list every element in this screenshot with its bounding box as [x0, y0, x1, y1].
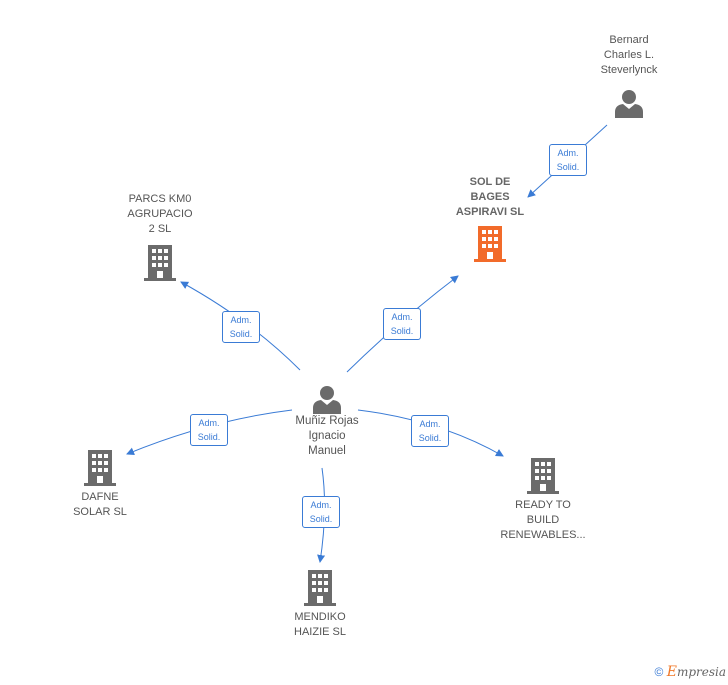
edge-badge-center-mendiko: Adm. Solid.: [302, 496, 340, 528]
footer-brand[interactable]: © Empresia: [655, 664, 726, 680]
node-parcs-company[interactable]: PARCS KM0 AGRUPACIO 2 SL: [110, 192, 210, 281]
node-label: SOL DE BAGES ASPIRAVI SL: [455, 176, 525, 218]
building-icon: [304, 570, 336, 606]
copyright-icon: ©: [654, 665, 664, 679]
edge-badge-center-sol: Adm. Solid.: [383, 308, 421, 340]
node-label: Muñiz Rojas Ignacio Manuel: [295, 415, 359, 457]
edge-badge-center-parcs: Adm. Solid.: [222, 311, 260, 343]
node-label: READY TO BUILD RENEWABLES...: [500, 499, 586, 541]
person-icon: [615, 90, 643, 118]
node-label: MENDIKO HAIZIE SL: [294, 611, 346, 638]
building-icon: [527, 458, 559, 494]
brand-logo: Empresia: [666, 664, 726, 680]
node-ready-company[interactable]: READY TO BUILD RENEWABLES...: [488, 458, 598, 543]
node-label: PARCS KM0 AGRUPACIO 2 SL: [127, 193, 193, 235]
node-dafne-company[interactable]: DAFNE SOLAR SL: [50, 450, 150, 520]
edge-badge-center-ready: Adm. Solid.: [411, 415, 449, 447]
node-center-person[interactable]: Muñiz Rojas Ignacio Manuel: [274, 384, 380, 459]
building-icon: [84, 450, 116, 486]
node-label: Bernard Charles L. Steverlynck: [600, 34, 658, 76]
building-icon: [474, 226, 506, 262]
node-bernard-person[interactable]: Bernard Charles L. Steverlynck: [580, 33, 678, 118]
node-mendiko-company[interactable]: MENDIKO HAIZIE SL: [270, 570, 370, 640]
edge-badge-bernard-sol: Adm. Solid.: [549, 144, 587, 176]
edge-badge-center-dafne: Adm. Solid.: [190, 414, 228, 446]
building-icon: [144, 245, 176, 281]
node-sol-company[interactable]: SOL DE BAGES ASPIRAVI SL: [440, 175, 540, 262]
node-label: DAFNE SOLAR SL: [73, 491, 127, 518]
person-icon: [313, 386, 341, 414]
